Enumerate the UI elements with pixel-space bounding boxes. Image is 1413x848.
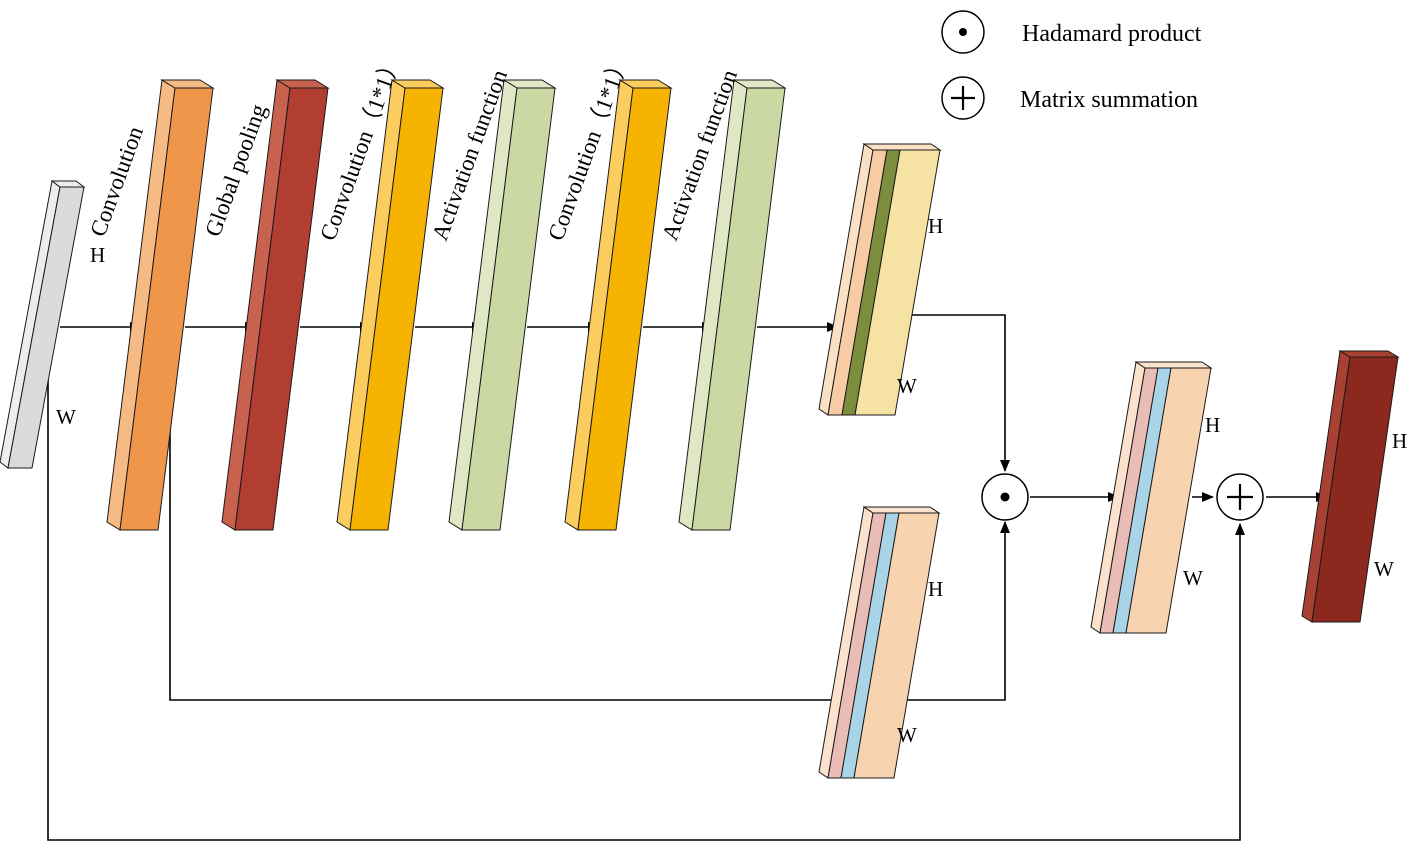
- stack1-h-label: H: [928, 214, 943, 238]
- input-w-label: W: [56, 405, 76, 429]
- conv1x1-layer-b: [564, 79, 673, 531]
- stack3-w-label: W: [1183, 566, 1203, 590]
- legend: Hadamard product Matrix summation: [941, 10, 1202, 120]
- input-feature-map: [0, 180, 86, 469]
- feature-map-stack: [818, 506, 941, 779]
- input-h-label: H: [90, 243, 105, 267]
- legend-hadamard-dot-icon: [959, 28, 967, 36]
- stack3-h-label: H: [1205, 413, 1220, 437]
- stack2-top: [862, 506, 941, 514]
- conv1x1a-face: [349, 87, 444, 531]
- legend-hadamard-label: Hadamard product: [1022, 21, 1202, 47]
- weighted-feature-stack: [1090, 361, 1213, 634]
- plus-icon: [1227, 484, 1253, 510]
- attention-to-hadamard-connection: [912, 314, 1010, 472]
- summation-operator: [1216, 473, 1264, 521]
- convolution-layer: [106, 79, 215, 531]
- output-face: [1311, 356, 1399, 623]
- stack1-w-label: W: [897, 374, 917, 398]
- legend-summation-label: Matrix summation: [1020, 87, 1198, 113]
- conv1x1-layer-a: [336, 79, 445, 531]
- output-feature-map: [1301, 350, 1400, 623]
- activation-layer-a: [448, 79, 557, 531]
- actb-face: [691, 87, 786, 531]
- connection-wires: [47, 314, 1328, 841]
- stack2-strip-peach: [853, 512, 940, 779]
- stack1-top: [862, 143, 942, 151]
- stack3-strip-peach: [1125, 367, 1212, 634]
- stack2-w-label: W: [897, 723, 917, 747]
- pool-face: [234, 87, 329, 531]
- conv1x1b-face: [577, 87, 672, 531]
- dimension-labels: H W H W H W H W H W: [56, 214, 1407, 747]
- activation-layer-b: [678, 79, 787, 531]
- output-w-label: W: [1374, 557, 1394, 581]
- hadamard-dot-icon: [1000, 492, 1010, 502]
- legend-plus-icon: [951, 86, 975, 110]
- attention-weights-stack: [818, 143, 942, 416]
- global-pooling-layer: [221, 79, 330, 531]
- conv-face: [119, 87, 214, 531]
- hadamard-operator: [981, 473, 1029, 521]
- input-skip-connection: [47, 330, 1245, 841]
- output-h-label: H: [1392, 429, 1407, 453]
- input-face: [7, 186, 85, 469]
- conv-output-connection: [169, 330, 1010, 701]
- stack2-h-label: H: [928, 577, 943, 601]
- label-convolution: Convolution: [85, 123, 148, 240]
- stack1-strip-yellow: [854, 149, 941, 416]
- acta-face: [461, 87, 556, 531]
- stack3-top: [1134, 361, 1213, 369]
- output-top: [1338, 350, 1400, 358]
